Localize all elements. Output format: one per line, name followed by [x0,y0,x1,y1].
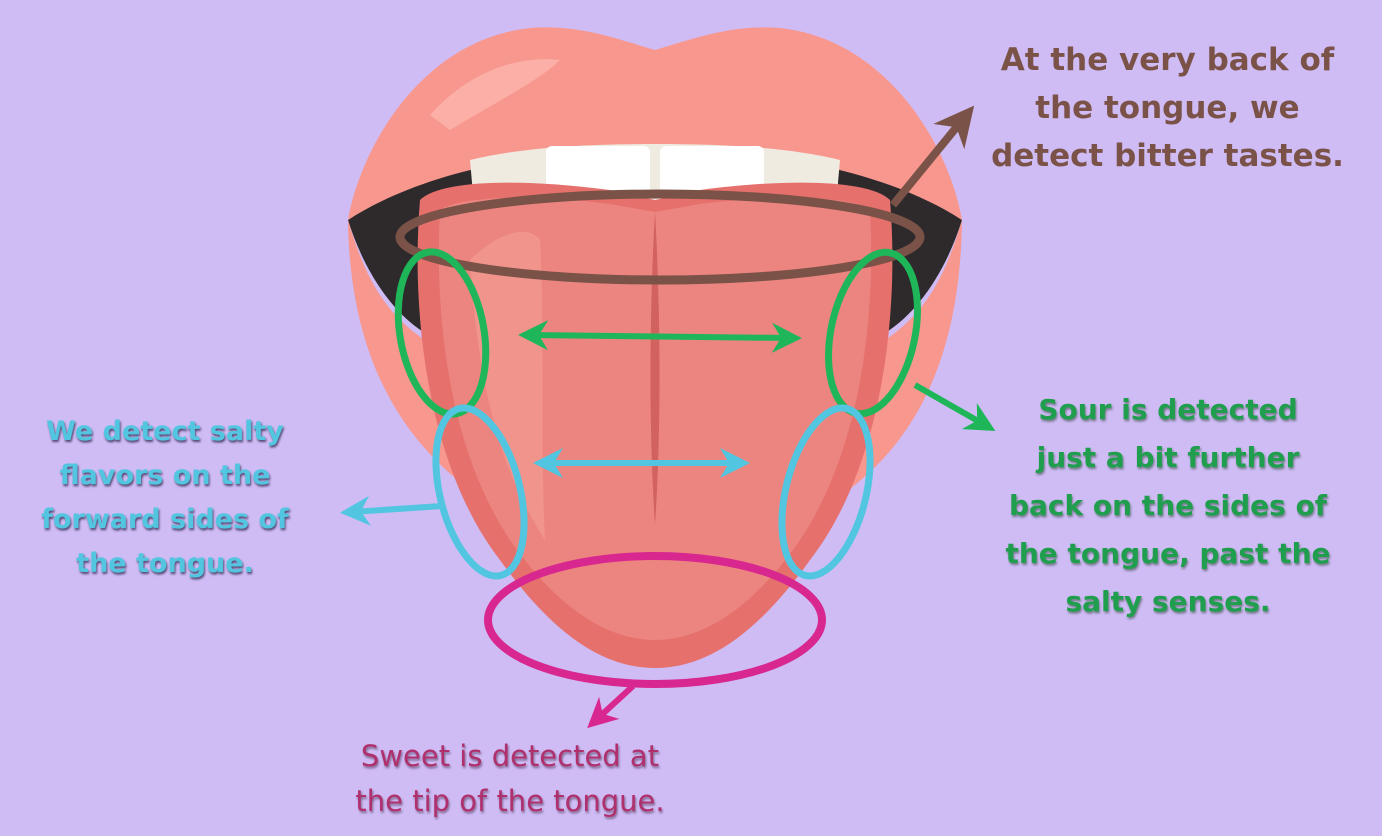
bitter-label: At the very back of the tongue, we detec… [965,36,1370,180]
sour-label: Sour is detected just a bit further back… [968,386,1368,626]
salty-label-line: We detect salty [0,410,330,454]
bitter-label-line: At the very back of [965,36,1370,84]
sweet-label-line: Sweet is detected at [300,734,720,779]
sour-label-line: back on the sides of [968,482,1368,530]
sour-label-line: salty senses. [968,578,1368,626]
salty-label-line: flavors on the [0,454,330,498]
bitter-label-line: detect bitter tastes. [965,132,1370,180]
sweet-label: Sweet is detected at the tip of the tong… [300,734,720,824]
sour-label-line: Sour is detected [968,386,1368,434]
sour-label-line: the tongue, past the [968,530,1368,578]
sweet-label-line: the tip of the tongue. [300,779,720,824]
sour-span-arrow [530,335,790,338]
sour-label-line: just a bit further [968,434,1368,482]
salty-label-line: forward sides of [0,498,330,542]
sweet-pointer-arrow [596,686,633,720]
salty-label: We detect salty flavors on the forward s… [0,410,330,586]
salty-pointer-arrow [352,506,442,512]
bitter-label-line: the tongue, we [965,84,1370,132]
salty-label-line: the tongue. [0,542,330,586]
